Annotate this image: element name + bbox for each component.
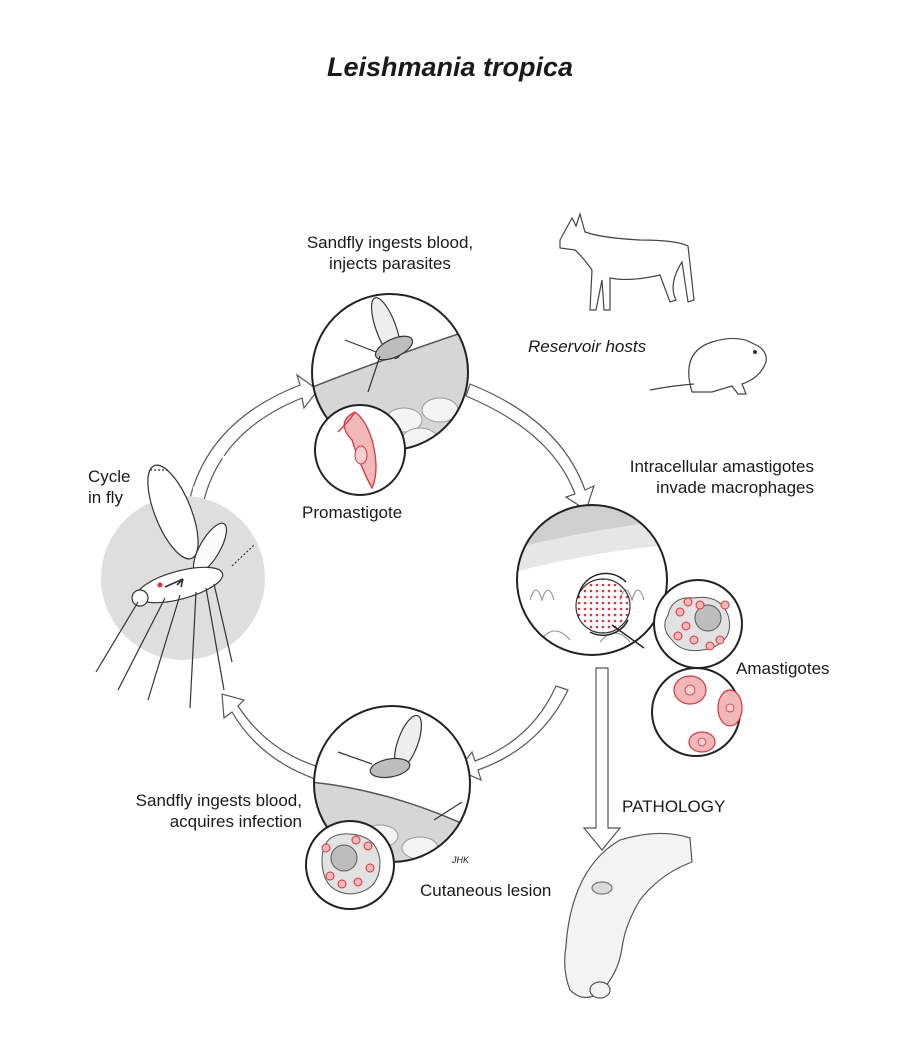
rodent-icon: [649, 337, 767, 395]
infected-macrophage-circle: [305, 820, 395, 910]
label-promastigote: Promastigote: [302, 503, 403, 522]
dog-icon: [559, 211, 695, 311]
label-amastigotes: Amastigotes: [736, 659, 830, 678]
label-sandfly-injects: Sandfly ingests blood, injects parasites: [306, 233, 474, 273]
arrow-top-to-right: [465, 383, 595, 511]
label-cutaneous-lesion: Cutaneous lesion: [420, 881, 552, 900]
arrow-fly-to-top: [189, 373, 319, 501]
arrow-to-pathology: [582, 667, 622, 851]
promastigote-circle: [314, 404, 406, 496]
sandfly-icon: [95, 464, 255, 709]
label-sandfly-acquires: Sandfly ingests blood, acquires infectio…: [135, 791, 302, 831]
skin-tissue-circle: [516, 504, 668, 656]
macrophage-circle: [653, 579, 743, 669]
label-reservoir-hosts: Reservoir hosts: [528, 337, 647, 356]
label-pathology: PATHOLOGY: [622, 797, 726, 816]
amastigote-circle: [651, 667, 743, 757]
feeding-circle-bottom: [313, 705, 471, 863]
arrow-right-to-bottom: [457, 685, 569, 782]
label-cycle-in-fly: Cycle in fly: [88, 467, 131, 507]
arrow-bottom-to-fly: [221, 693, 323, 781]
fly-cycle-circle: [95, 464, 265, 709]
label-intracellular: Intracellular amastigotes invade macroph…: [629, 457, 814, 497]
page-title: Leishmania tropica: [326, 52, 574, 82]
artist-signature: JHK: [452, 855, 470, 865]
hand-icon: [564, 832, 693, 999]
